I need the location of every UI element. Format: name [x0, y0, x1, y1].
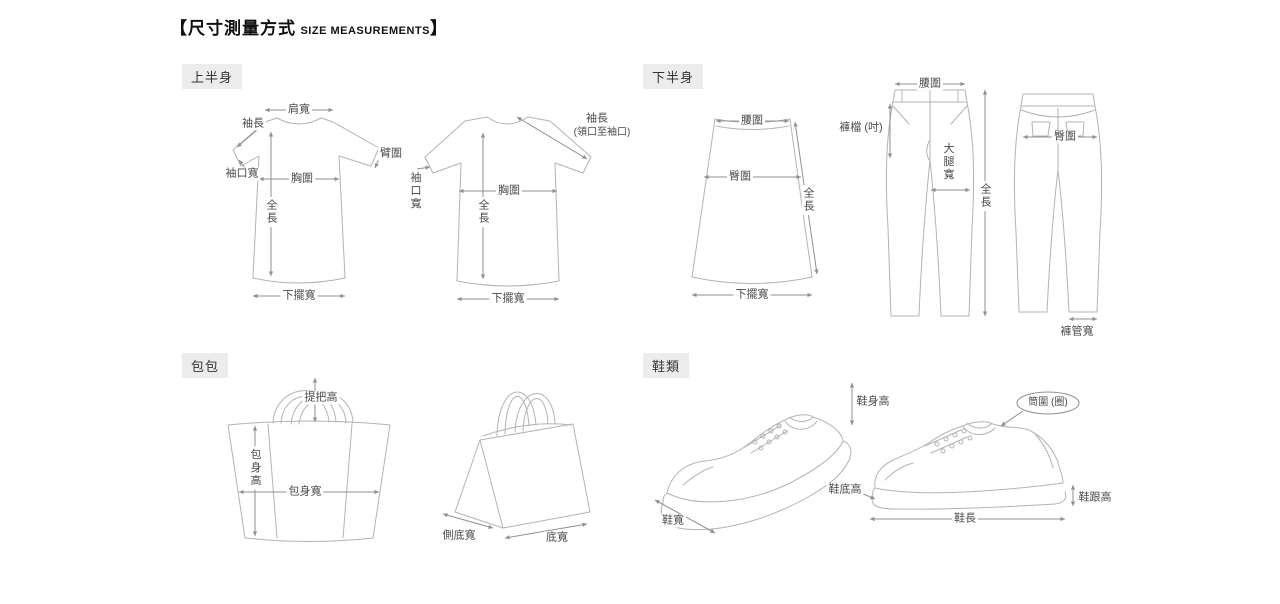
pants-back-drawing [1013, 93, 1103, 322]
title-close-bracket: 】 [429, 19, 448, 38]
tshirt2-outline [424, 116, 592, 287]
label-sleeve-length-note: (領口至袖口) [571, 127, 633, 139]
label-leg-opening: 褲管寬 [1058, 325, 1096, 339]
angled-bag-drawing [442, 391, 591, 540]
label-thigh-width: 大腿寬 [941, 140, 955, 184]
label-shoe-height: 鞋身高 [854, 395, 892, 409]
label-bag-body-height: 包身高 [248, 446, 262, 490]
pants-back-measure-lines [1023, 134, 1097, 322]
pants-front-outline [885, 89, 975, 317]
label-sole-height: 鞋底高 [826, 483, 864, 497]
skirt-drawing [691, 118, 819, 298]
angled-bag-measure-lines [442, 513, 588, 540]
label-waist: 腰圍 [917, 77, 943, 91]
skirt-figure: 腰圍 臀圍 全長 下擺寬 [680, 105, 850, 315]
label-cuff-width: 袖口寬 [223, 167, 261, 181]
shoe2-outline [871, 421, 1067, 510]
tshirt1-outline [232, 117, 380, 284]
label-sleeve-length-full: 袖長 [584, 112, 610, 126]
label-hem-width: 下擺寬 [733, 288, 771, 302]
label-hem-width: 下擺寬 [489, 292, 527, 306]
pants-back-outline [1013, 93, 1103, 313]
label-full-length: 全長 [978, 181, 992, 211]
title-zh: 【尺寸測量方式 [170, 19, 296, 38]
angled-bag-outline [454, 391, 591, 529]
label-bag-body-width: 包身寬 [286, 485, 324, 499]
shoe2-measure-lines [860, 391, 1080, 522]
angled-bag-figure: 側底寬 底寬 [435, 362, 615, 557]
tshirt2-figure: 袖長 (領口至袖口) 袖口寬 胸圍 全長 下擺寬 [405, 105, 645, 315]
label-waist: 腰圍 [739, 114, 765, 128]
pants-front-drawing [885, 81, 988, 317]
label-arm-circumference: 臂圍 [378, 147, 404, 161]
pants-front-figure: 腰圍 褲檔 (吋) 大腿寬 全長 [837, 77, 1025, 338]
tshirt-short-sleeve-drawing [232, 107, 384, 299]
label-hip: 臀圍 [1052, 130, 1078, 144]
section-header-lower-body: 下半身 [643, 64, 704, 89]
label-side-bottom-width: 側底寬 [440, 529, 478, 543]
label-shoe-length: 鞋長 [952, 512, 978, 526]
label-chest: 胸圍 [496, 184, 522, 198]
label-bottom-width: 底寬 [544, 531, 570, 545]
label-shoulder-width: 肩寬 [286, 103, 312, 117]
shoe-angled-figure: 鞋身高 鞋寬 [645, 375, 905, 550]
section-header-shoes: 鞋類 [643, 353, 690, 378]
tshirt1-measure-lines [236, 107, 384, 299]
label-hem-width: 下擺寬 [280, 289, 318, 303]
label-full-length: 全長 [476, 197, 490, 227]
label-sleeve-length: 袖長 [240, 117, 266, 131]
label-chest: 胸圍 [289, 172, 315, 186]
label-shoe-width: 鞋寬 [660, 514, 686, 528]
page-title: 【尺寸測量方式 SIZE MEASUREMENTS】 [170, 14, 448, 39]
section-header-upper-body: 上半身 [182, 64, 243, 89]
label-full-length: 全長 [801, 185, 815, 215]
label-shaft-circumference: 筒圍 (圈) [1026, 397, 1070, 409]
label-heel-height: 鞋跟高 [1076, 491, 1114, 505]
section-header-bags: 包包 [182, 353, 229, 378]
tshirt1-figure: 肩寬 袖長 臂圍 袖口寬 胸圍 全長 下擺寬 [223, 100, 420, 310]
tshirt2-measure-lines [416, 116, 588, 302]
title-en: SIZE MEASUREMENTS [300, 25, 430, 37]
label-full-length: 全長 [264, 197, 278, 227]
tote-bag-figure: 提把高 包身高 包身寬 [205, 368, 405, 553]
label-cuff-width: 袖口寬 [408, 169, 422, 213]
shoe-side-figure: 筒圍 (圈) 鞋底高 鞋跟高 鞋長 [815, 382, 1125, 547]
tote-bag-outline [227, 390, 391, 542]
label-hip: 臀圍 [727, 170, 753, 184]
pants-back-figure: 臀圍 褲管寬 [1005, 82, 1125, 352]
label-crotch: 褲檔 (吋) [837, 121, 885, 135]
skirt-outline [691, 118, 813, 284]
label-handle-height: 提把高 [302, 391, 340, 405]
